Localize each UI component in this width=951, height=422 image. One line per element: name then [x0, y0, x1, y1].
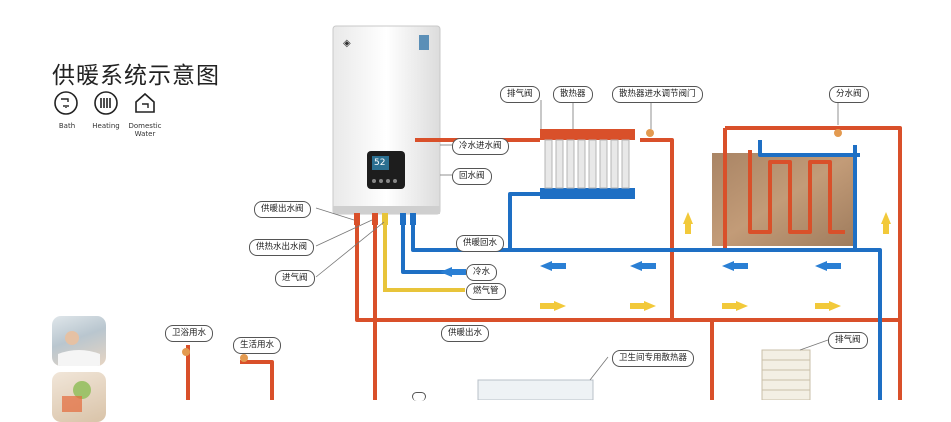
hot-flow-arrows	[540, 212, 891, 311]
boiler-display-value: 52	[374, 158, 386, 168]
label-floor-heating-partial	[412, 392, 426, 401]
boiler-unit: ◈	[332, 25, 441, 215]
manifold-feed-pipe	[723, 126, 902, 320]
shower-icon	[53, 90, 79, 116]
label-hot-water-outlet: 供热水出水阀	[249, 239, 315, 256]
page-title: 供暖系统示意图	[52, 63, 220, 89]
label-gas-valve: 进气阀	[275, 270, 315, 287]
svg-text:◈: ◈	[343, 38, 351, 49]
label-domestic-water: 生活用水	[233, 337, 282, 354]
radiator-return-pipe	[508, 192, 545, 250]
label-cold-water-inlet: 冷水进水阀	[452, 138, 509, 155]
label-manifold: 分水阀	[829, 86, 869, 103]
kitchen-photo	[52, 372, 106, 422]
label-cold-water: 冷水	[466, 264, 498, 281]
boiler-outlets	[354, 213, 416, 225]
label-heating-supply: 供暖出水	[441, 325, 490, 342]
domestic-water-pipe	[240, 360, 274, 400]
label-return-valve: 回水阀	[452, 168, 492, 185]
leader-lines	[315, 100, 839, 381]
label-radiator-inlet-valve: 散热器进水调节阀门	[612, 86, 703, 103]
bathroom-radiator	[761, 349, 811, 400]
pipe-diagram: ◈	[182, 25, 902, 400]
diagram-canvas: ◈	[52, 25, 902, 422]
legend-label-domestic-water: Domestic Water	[128, 122, 162, 138]
label-radiator: 散热器	[553, 86, 593, 103]
radiator	[540, 129, 635, 199]
label-exhaust-valve-bottom: 排气阀	[828, 332, 868, 349]
heating-supply-pipe	[355, 222, 902, 400]
heating-return-pipe	[411, 222, 882, 400]
floor-loop-pipe	[748, 150, 845, 234]
cold-flow-arrows	[440, 261, 841, 277]
label-gas-pipe: 燃气管	[466, 283, 506, 300]
legend-label-bath: Bath	[58, 122, 76, 130]
radiator-outlet-pipe	[640, 138, 674, 320]
legend-label-heating: Heating	[92, 122, 120, 130]
floor-coil	[477, 379, 594, 400]
label-exhaust-valve-top: 排气阀	[500, 86, 540, 103]
label-bathroom-radiator: 卫生间专用散热器	[612, 350, 695, 367]
radiator-icon	[93, 90, 119, 116]
label-bath-water: 卫浴用水	[165, 325, 214, 342]
label-heating-return: 供暖回水	[456, 235, 505, 252]
label-heating-outlet: 供暖出水阀	[254, 201, 311, 218]
floor-return-pipe	[758, 140, 860, 157]
valves	[182, 129, 842, 362]
tap-house-icon	[132, 90, 158, 116]
bath-photo	[52, 316, 106, 366]
hot-pipes	[186, 126, 902, 400]
gas-pipe-line	[383, 222, 465, 292]
